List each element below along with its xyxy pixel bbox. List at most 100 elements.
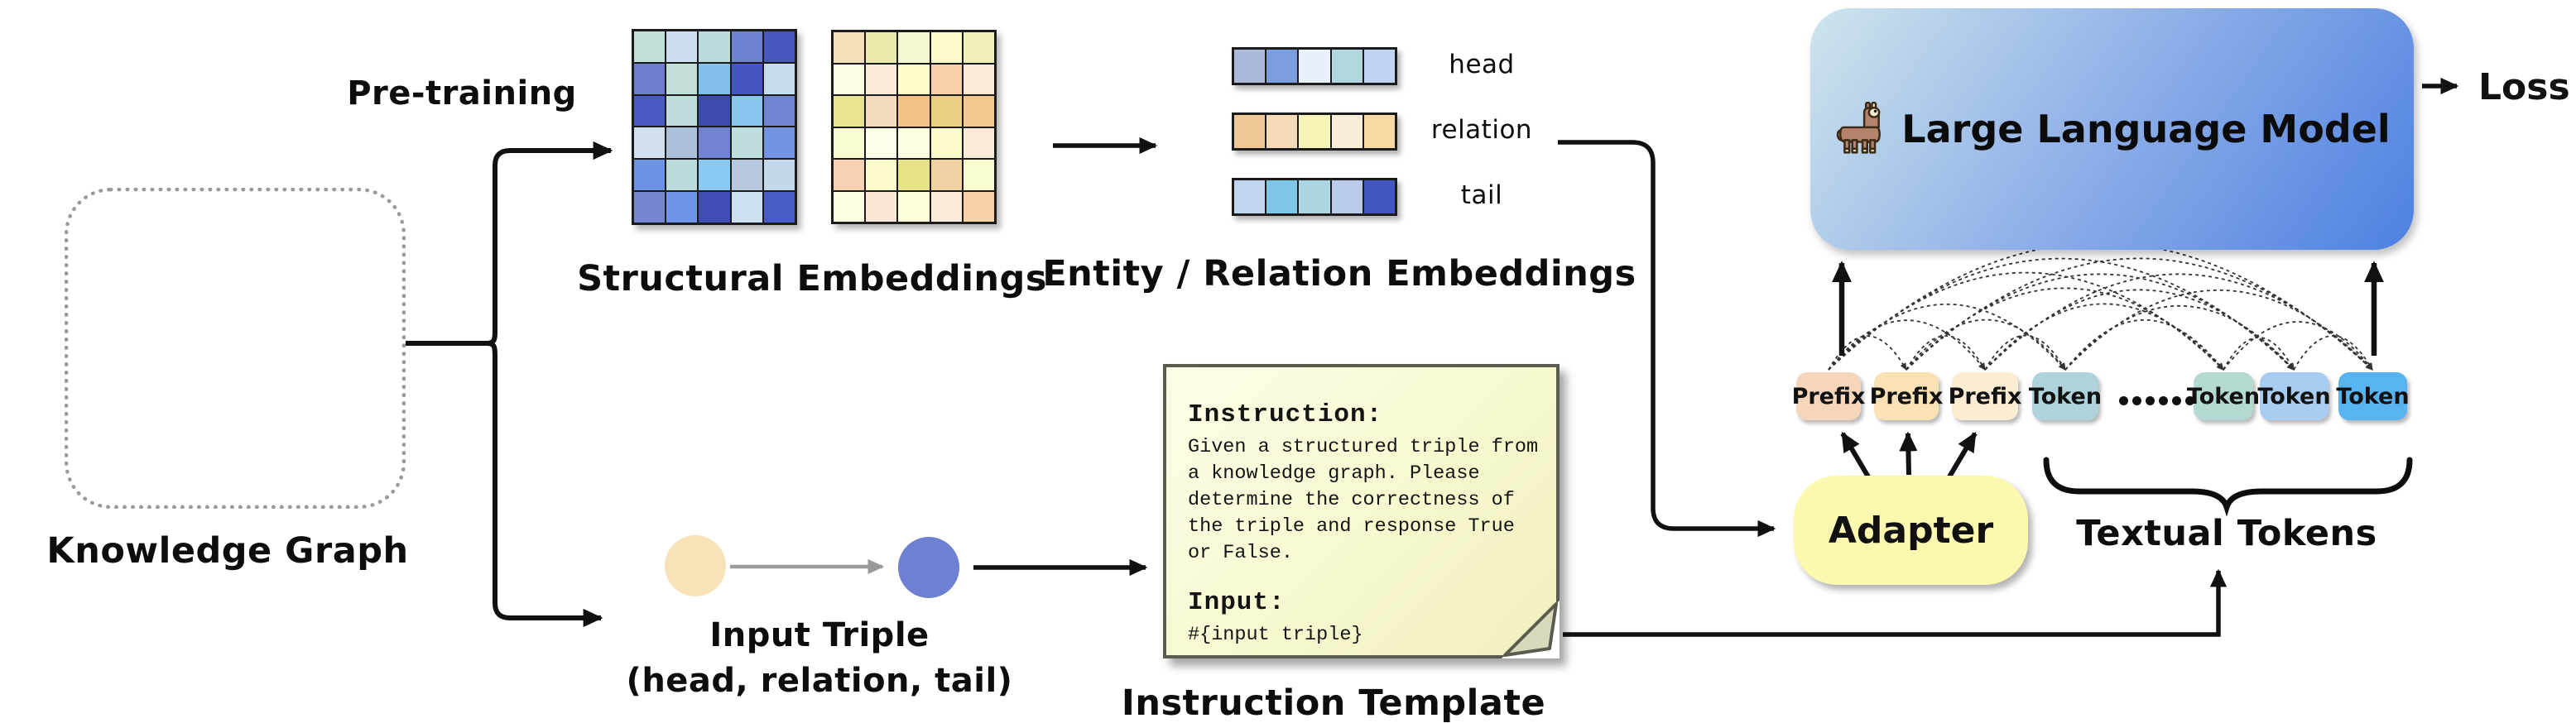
relation-row-label: relation [1430,115,1533,145]
entity-matrix-cell-r0c2 [698,31,731,63]
entity-embedding-matrix [632,29,797,225]
entity-matrix-cell-r4c0 [633,159,666,192]
entity-matrix-cell-r2c2 [698,94,731,127]
entity-matrix-cell-r1c0 [633,62,666,95]
textual-tokens-brace [2043,457,2413,517]
entity-matrix-cell-r5c2 [698,191,731,223]
textual-tokens-label: Textual Tokens [2076,513,2377,554]
relation-matrix-cell-r0c1 [865,31,898,64]
tail-cell-0 [1233,180,1266,214]
note-body-line: or False. [1188,542,1293,564]
relation-matrix-cell-r1c4 [962,63,995,95]
entity-matrix-cell-r5c4 [762,191,795,223]
tail-cell-4 [1362,180,1396,214]
knowledge-graph-caption: Knowledge Graph [46,530,409,572]
note-instruction-heading: Instruction: [1188,400,1383,429]
tail-embedding-row [1232,178,1397,216]
entity-matrix-cell-r3c4 [762,127,795,160]
token-token-box: Token [2257,372,2331,420]
prefix-token-box: Prefix [1949,372,2021,420]
relation-matrix-cell-r3c0 [833,127,866,159]
attention-arc [2293,335,2373,371]
relation-matrix-cell-r1c3 [930,63,963,95]
attention-arcs [1828,242,2373,371]
entity-matrix-cell-r3c0 [633,127,666,160]
token-token-box: Token [2029,372,2102,420]
relation-matrix-cell-r3c2 [897,127,930,159]
entity-matrix-cell-r0c3 [730,31,763,63]
entity-matrix-cell-r2c4 [762,94,795,127]
entity-matrix-cell-r5c1 [666,191,699,223]
relation-matrix-cell-r3c1 [865,127,898,159]
relation-matrix-cell-r4c3 [930,159,963,191]
relation-cell-1 [1266,114,1299,149]
relation-matrix-cell-r4c1 [865,159,898,191]
entity-matrix-cell-r4c2 [698,159,731,192]
relation-matrix-cell-r2c1 [865,95,898,127]
instruction-template-caption: Instruction Template [1121,682,1546,723]
entity-relation-embeddings-caption: Entity / Relation Embeddings [1042,253,1636,294]
branch-to-structural-arrow [486,141,613,346]
attention-arc [1828,319,1986,371]
head-embedding-row [1232,47,1397,85]
relation-matrix-cell-r4c2 [897,159,930,191]
relation-embedding-matrix [831,30,997,224]
entity-matrix-cell-r5c3 [730,191,763,223]
relation-matrix-cell-r2c2 [897,95,930,127]
relation-embedding-row [1232,113,1397,151]
note-body-line: the triple and response True [1188,515,1515,538]
head-cell-0 [1233,49,1266,84]
attention-arc [1906,335,1986,371]
relation-matrix-cell-r5c2 [897,190,930,223]
adapter-to-prefix1-arrow [1840,431,1872,480]
relation-matrix-cell-r0c2 [897,31,930,64]
adapter-to-prefix3-arrow [1946,431,1978,480]
tail-cell-1 [1266,180,1299,214]
triple-tail-node [898,537,959,598]
knowledge-graph-box [65,188,406,509]
note-body-line: Given a structured triple from [1188,436,1539,458]
relation-matrix-cell-r4c4 [962,159,995,191]
attention-arc [2064,289,2373,371]
note-input-value: #{input triple} [1188,624,1363,646]
tail-cell-2 [1298,180,1331,214]
adapter-label: Adapter [1828,509,1994,552]
attention-arc [1984,334,2066,371]
entity-matrix-cell-r5c0 [633,191,666,223]
entity-matrix-cell-r1c3 [730,62,763,95]
relation-matrix-cell-r1c0 [833,63,866,95]
attention-arc [1828,303,2066,371]
attention-arc [1984,303,2224,371]
adapter-box: Adapter [1794,476,2028,585]
relation-matrix-cell-r1c2 [897,63,930,95]
ellipsis-dots [2119,396,2194,405]
entity-matrix-cell-r4c3 [730,159,763,192]
entity-matrix-cell-r1c4 [762,62,795,95]
entity-matrix-cell-r0c4 [762,31,795,63]
attention-arc [2223,321,2373,371]
structural-embeddings-caption: Structural Embeddings [577,258,1047,299]
input-triple-subtitle: (head, relation, tail) [626,662,1013,700]
head-cell-4 [1362,49,1396,84]
relation-matrix-cell-r4c0 [833,159,866,191]
entity-matrix-cell-r0c0 [633,31,666,63]
entity-matrix-cell-r1c2 [698,62,731,95]
entity-matrix-cell-r0c1 [666,31,699,63]
relation-matrix-cell-r0c3 [930,31,963,64]
relation-matrix-cell-r3c3 [930,127,963,159]
llama-icon [1837,102,1882,154]
relation-matrix-cell-r0c4 [962,31,995,64]
relation-matrix-cell-r3c4 [962,127,995,159]
relation-matrix-cell-r1c1 [865,63,898,95]
head-cell-3 [1330,49,1363,84]
relation-cell-0 [1233,114,1266,149]
relation-cell-4 [1362,114,1396,149]
attention-arc [1828,271,2224,371]
entity-matrix-cell-r4c4 [762,159,795,192]
note-input-heading: Input: [1188,588,1286,617]
entity-matrix-cell-r2c1 [666,94,699,127]
token-token-box: Token [2336,372,2410,420]
note-body-line: determine the correctness of [1188,489,1515,511]
relation-matrix-cell-r5c0 [833,190,866,223]
